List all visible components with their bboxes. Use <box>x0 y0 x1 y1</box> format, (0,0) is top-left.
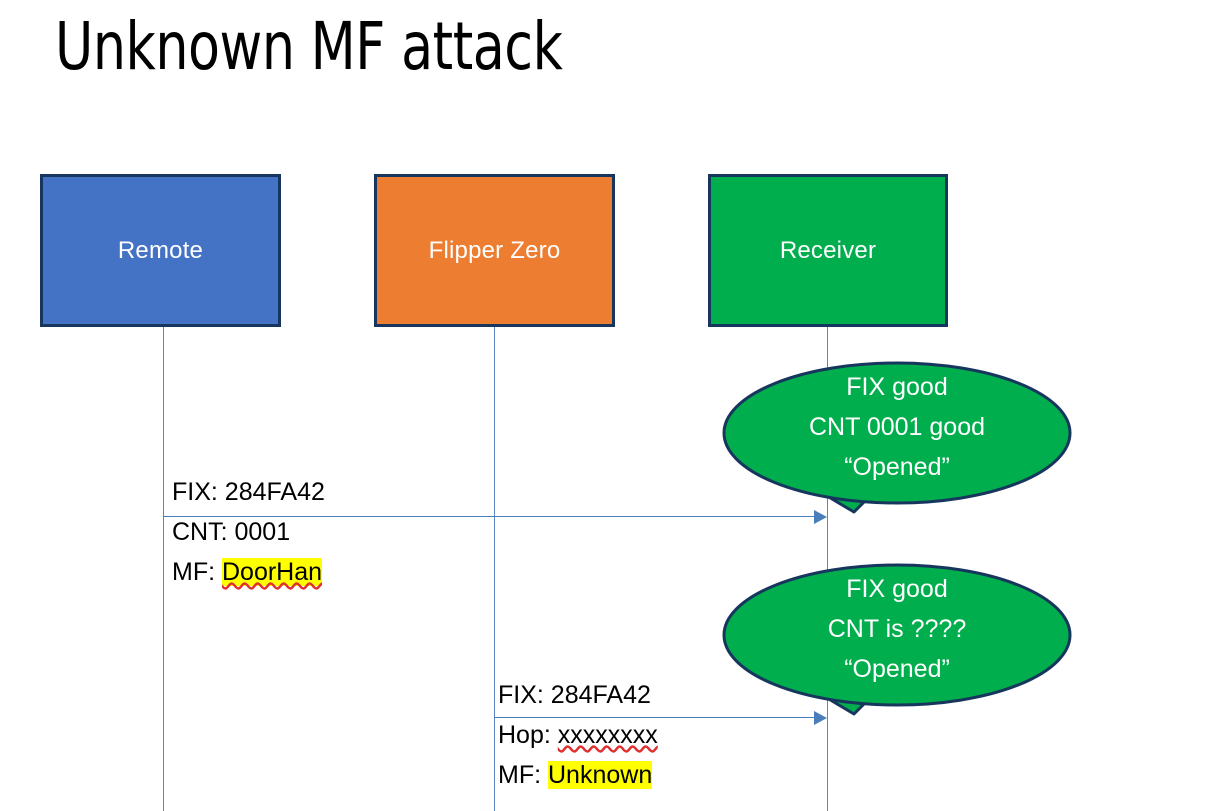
message-arrowhead-1 <box>814 510 827 524</box>
message-line-value-highlighted: Unknown <box>548 761 653 789</box>
message-line-value: 0001 <box>234 518 291 546</box>
message-line-label: CNT: <box>172 518 235 546</box>
message-arrow-line-1 <box>163 516 815 517</box>
message-arrowhead-2 <box>814 711 827 725</box>
callout-bubble-1[interactable]: FIX good CNT 0001 good “Opened” <box>722 360 1072 520</box>
lifeline-receiver <box>827 327 828 811</box>
actor-label-receiver: Receiver <box>779 236 877 264</box>
message-line-label: FIX: <box>498 681 551 709</box>
actor-box-flipper[interactable]: Flipper Zero <box>374 174 615 327</box>
page-title: Unknown MF attack <box>55 8 563 85</box>
actor-label-remote: Remote <box>117 236 204 264</box>
message-line-value-highlighted: DoorHan <box>222 558 323 586</box>
message-line-label: Hop: <box>498 721 558 749</box>
message-label-1: FIX: 284FA42 CNT: 0001 MF: DoorHan <box>172 472 325 592</box>
callout-ellipse-shape <box>722 563 1072 707</box>
callout-bubble-2[interactable]: FIX good CNT is ???? “Opened” <box>722 562 1072 722</box>
lifeline-remote <box>163 327 164 811</box>
actor-box-receiver[interactable]: Receiver <box>708 174 948 327</box>
actor-label-flipper: Flipper Zero <box>428 236 561 264</box>
message-line: FIX: 284FA42 <box>498 675 658 715</box>
callout-ellipse-shape <box>722 361 1072 505</box>
message-line-value: 284FA42 <box>224 478 325 506</box>
message-line: MF: DoorHan <box>172 552 325 592</box>
message-label-2: FIX: 284FA42 Hop: xxxxxxxx MF: Unknown <box>498 675 658 795</box>
message-line: MF: Unknown <box>498 755 658 795</box>
message-line: CNT: 0001 <box>172 512 325 552</box>
message-line-label: FIX: <box>172 478 225 506</box>
message-line-label: MF: <box>172 558 222 586</box>
message-arrow-line-2 <box>494 717 815 718</box>
message-line-value: 284FA42 <box>550 681 651 709</box>
message-line: Hop: xxxxxxxx <box>498 715 658 755</box>
message-line-label: MF: <box>498 761 548 789</box>
message-line: FIX: 284FA42 <box>172 472 325 512</box>
lifeline-flipper <box>494 327 495 811</box>
message-line-value: xxxxxxxx <box>557 721 658 749</box>
actor-box-remote[interactable]: Remote <box>40 174 281 327</box>
